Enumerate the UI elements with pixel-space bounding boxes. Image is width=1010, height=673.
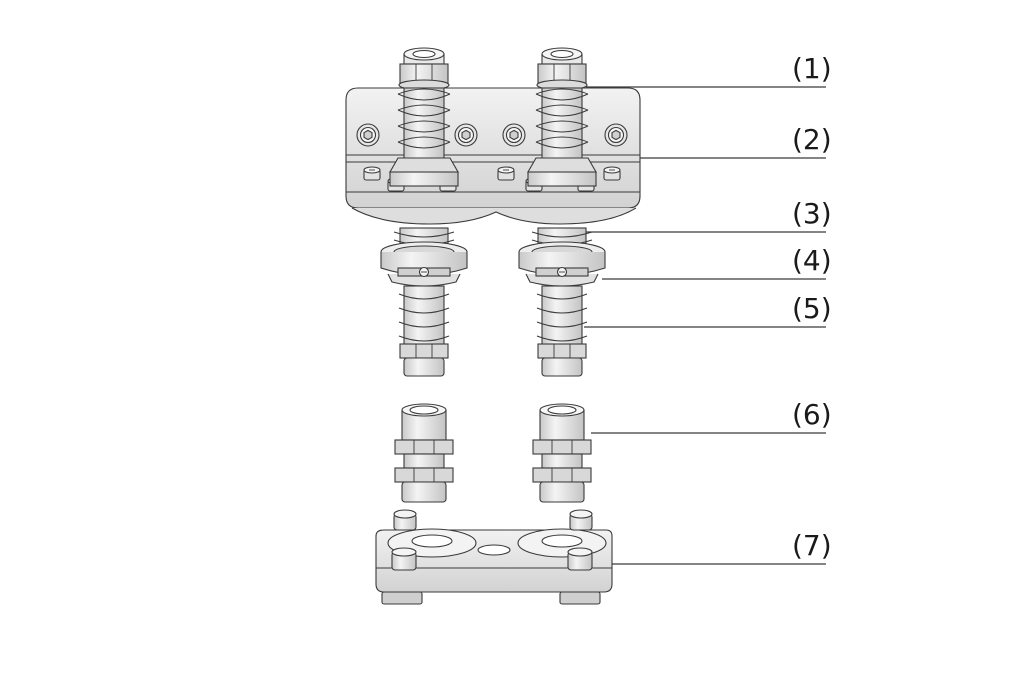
callout-6: (6) — [591, 398, 832, 434]
plate-foot-right — [559, 591, 601, 605]
small-bolt-7 — [603, 166, 621, 181]
lower-spring-right — [518, 227, 606, 377]
callout-label-1: (1) — [792, 52, 832, 85]
part-7-base-plate — [375, 509, 613, 605]
part-6-fitting-left — [394, 403, 454, 503]
callout-label-6: (6) — [792, 398, 832, 431]
socket-bolt-4 — [604, 123, 628, 147]
callout-2: (2) — [640, 123, 832, 159]
lower-spring-left — [380, 227, 468, 377]
small-bolt-1 — [363, 166, 381, 181]
callout-label-2: (2) — [792, 123, 832, 156]
callout-label-5: (5) — [792, 292, 832, 325]
callout-3: (3) — [586, 197, 832, 233]
callout-4: (4) — [602, 244, 832, 280]
socket-bolt-3 — [502, 123, 526, 147]
plate-screw-3 — [391, 547, 417, 571]
callout-label-7: (7) — [792, 529, 832, 562]
socket-bolt-1 — [356, 123, 380, 147]
callout-label-3: (3) — [792, 197, 832, 230]
callout-label-4: (4) — [792, 244, 832, 277]
plate-screw-4 — [567, 547, 593, 571]
part-2-manifold-block — [345, 87, 641, 225]
plate-foot-left — [381, 591, 423, 605]
callout-5: (5) — [584, 292, 832, 328]
plate-screw-1 — [393, 509, 417, 531]
callout-7: (7) — [612, 529, 832, 565]
plate-screw-2 — [569, 509, 593, 531]
socket-bolt-2 — [454, 123, 478, 147]
small-bolt-4 — [497, 166, 515, 181]
callout-1: (1) — [586, 52, 832, 88]
part-6-fitting-right — [532, 403, 592, 503]
